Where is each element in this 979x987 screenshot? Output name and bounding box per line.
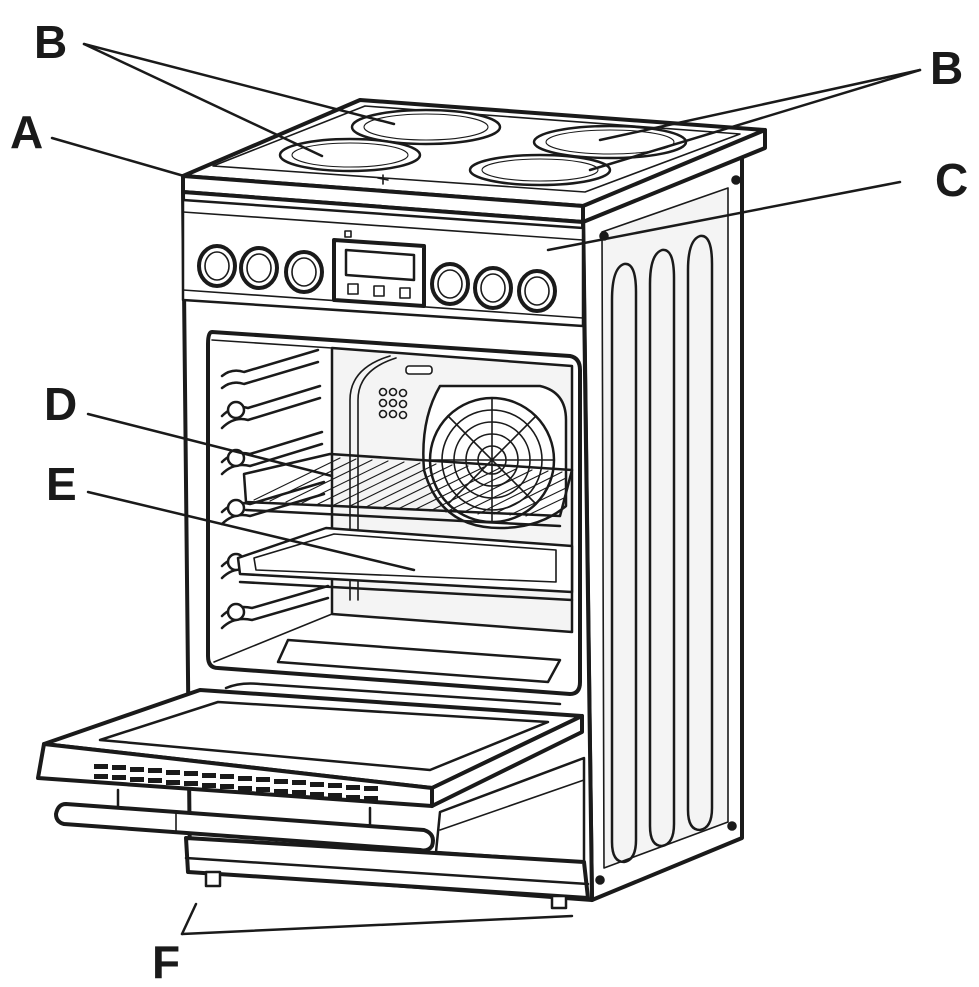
- storage-drawer: [184, 756, 590, 910]
- timer-button-3[interactable]: [399, 287, 411, 299]
- callout-a: A: [10, 106, 43, 158]
- cooking-zone-front-right: [468, 153, 612, 187]
- cooking-zone-rear-right: [532, 124, 688, 160]
- foot-front-left: [204, 870, 222, 888]
- callout-b-right: B: [930, 42, 963, 94]
- cooking-zone-rear-left: [350, 108, 502, 146]
- cooking-zone-front-left: [278, 137, 422, 173]
- timer-display: [332, 230, 426, 308]
- oven-door: [36, 682, 584, 853]
- oven-cavity: [206, 330, 582, 696]
- foot-front-right: [550, 894, 568, 910]
- control-knobs: [197, 244, 557, 313]
- callout-d: D: [44, 378, 77, 430]
- indicator-light: [344, 230, 352, 238]
- side-panel: [581, 148, 744, 902]
- knob-6[interactable]: [517, 269, 557, 313]
- callout-e: E: [46, 458, 77, 510]
- door-glass: [98, 700, 550, 772]
- timer-button-1[interactable]: [347, 283, 359, 295]
- callout-f: F: [152, 936, 180, 987]
- callout-lines: [50, 42, 922, 936]
- door-vent-slots: [94, 764, 378, 801]
- knob-3[interactable]: [284, 250, 324, 294]
- callout-b-left: B: [34, 16, 67, 68]
- knob-2[interactable]: [239, 246, 279, 290]
- knob-5[interactable]: [473, 266, 513, 310]
- knob-4[interactable]: [430, 262, 470, 306]
- oven-lamp: [405, 365, 433, 375]
- callout-letters: B B A C D E F: [10, 16, 968, 987]
- wire-shelf: [242, 452, 574, 528]
- callout-c: C: [935, 154, 968, 206]
- knob-1[interactable]: [197, 244, 237, 288]
- door-handle[interactable]: [54, 788, 435, 853]
- vent-holes: [378, 387, 408, 420]
- oven-floor: [276, 638, 562, 684]
- baking-tray: [236, 526, 574, 602]
- timer-button-2[interactable]: [373, 285, 385, 297]
